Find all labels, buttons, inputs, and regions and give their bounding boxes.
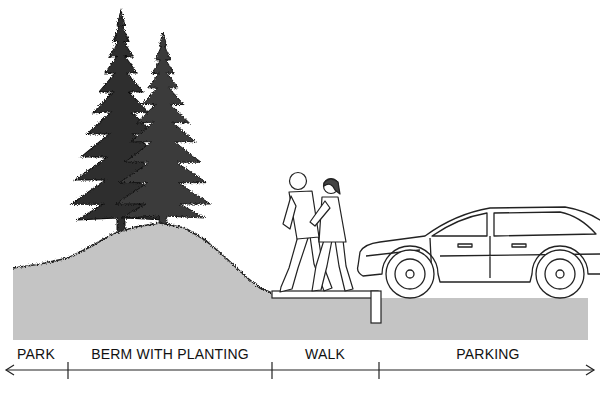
- pedestrians: [280, 173, 353, 293]
- conifer-tree: [116, 32, 211, 244]
- dimension-tick: [378, 362, 379, 379]
- car-window: [494, 212, 596, 236]
- person-leg: [310, 235, 332, 291]
- parked-car: [358, 207, 600, 298]
- dimension-label: PARK: [17, 346, 55, 362]
- person-leg: [312, 240, 332, 291]
- car-wheel: [386, 250, 434, 298]
- dimension-line: [6, 362, 594, 379]
- door-handle: [458, 244, 472, 247]
- dimension-label: BERM WITH PLANTING: [91, 346, 249, 362]
- dimension-tick: [271, 362, 272, 379]
- dimension-label: PARKING: [456, 346, 519, 362]
- dimension-label: WALK: [305, 346, 345, 362]
- dimension-tick: [67, 362, 68, 379]
- walk-slab: [272, 291, 378, 298]
- person-leg: [280, 236, 308, 292]
- door-handle: [512, 244, 526, 247]
- person-arm: [283, 196, 296, 229]
- car-wheel: [536, 250, 584, 298]
- person-arm: [310, 201, 330, 226]
- car-window: [432, 213, 487, 236]
- berm-outline: [13, 223, 272, 293]
- person-hair: [324, 179, 340, 194]
- conifer-trees: [71, 10, 211, 249]
- person-leg: [335, 240, 353, 291]
- person-head: [290, 173, 307, 190]
- curb: [371, 291, 381, 323]
